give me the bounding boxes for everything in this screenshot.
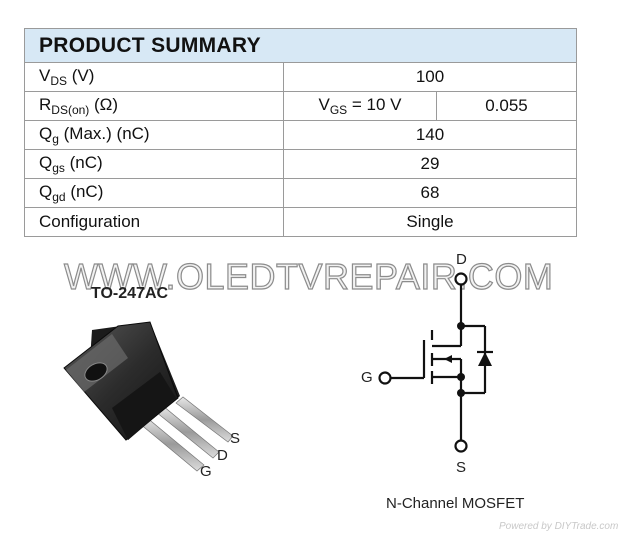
schematic-source-label: S — [456, 459, 467, 476]
schematic-gate-label: G — [361, 369, 373, 386]
param-rdson: RDS(on) (Ω) — [24, 91, 284, 121]
param-configuration: Configuration — [24, 207, 284, 237]
table-row: RDS(on) (Ω) VGS = 10 V 0.055 — [24, 91, 577, 121]
param-qg: Qg (Max.) (nC) — [24, 120, 284, 150]
value-configuration: Single — [283, 207, 577, 237]
package-title: TO-247AC — [91, 285, 169, 302]
value-qgs: 29 — [283, 149, 577, 179]
pin-label-g: G — [200, 463, 212, 480]
value-qgd: 68 — [283, 178, 577, 208]
value-vds: 100 — [283, 62, 577, 92]
watermark: WWW.OLEDTVREPAIR.COM — [63, 255, 554, 297]
value-rdson: 0.055 — [436, 91, 577, 121]
table-row: Qg (Max.) (nC) 140 — [24, 120, 577, 150]
pin-label-s: S — [230, 430, 241, 447]
table-title: PRODUCT SUMMARY — [39, 33, 261, 57]
schematic-drain-label: D — [456, 251, 467, 268]
param-qgs: Qgs (nC) — [24, 149, 284, 179]
condition-vgs: VGS = 10 V — [283, 91, 437, 121]
product-summary-table: PRODUCT SUMMARY VDS (V) 100 RDS(on) (Ω) … — [24, 28, 577, 237]
table-row: Qgd (nC) 68 — [24, 178, 577, 208]
value-qg: 140 — [283, 120, 577, 150]
schematic-caption: N-Channel MOSFET — [386, 495, 525, 512]
table-row: Qgs (nC) 29 — [24, 149, 577, 179]
table-row: Configuration Single — [24, 207, 577, 237]
footer-credit: Powered by DIYTrade.com — [499, 521, 619, 532]
pin-label-d: D — [217, 447, 228, 464]
